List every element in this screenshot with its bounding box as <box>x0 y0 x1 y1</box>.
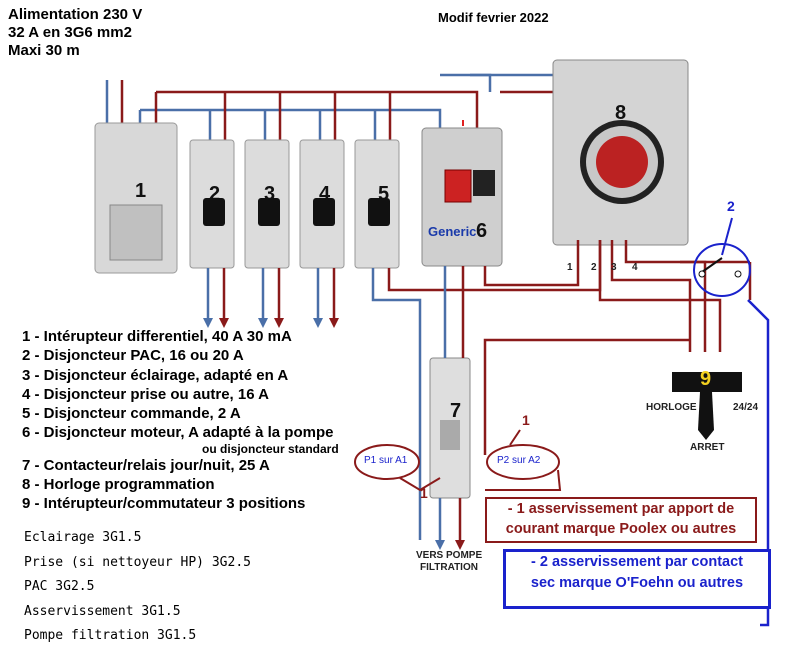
marker-2: 2 <box>727 198 735 214</box>
legend-item: 8 - Horloge programmation <box>22 476 215 494</box>
asservissement-courant-box: - 1 asservissement par apport de courant… <box>485 497 757 543</box>
switch-label-arret: ARRET <box>690 442 725 453</box>
legend-item: 4 - Disjoncteur prise ou autre, 16 A <box>22 385 270 403</box>
clock-terminal-2: 2 <box>591 262 597 273</box>
cable-item: PAC 3G2.5 <box>24 579 95 594</box>
device-number-9: 9 <box>700 368 712 390</box>
device-number-3: 3 <box>264 183 276 205</box>
legend-item: 5 - Disjoncteur commande, 2 A <box>22 405 241 423</box>
clock-terminal-4: 4 <box>632 262 638 273</box>
legend-item-sub: ou disjoncteur standard <box>202 441 339 456</box>
box1-line2: courant marque Poolex ou autres <box>505 521 737 537</box>
switch-label-24: 24/24 <box>733 402 759 413</box>
device-number-2: 2 <box>209 183 221 205</box>
p1-label: P1 sur A1 <box>364 455 408 466</box>
device-number-6: 6 <box>476 220 488 242</box>
cable-item: Pompe filtration 3G1.5 <box>24 628 197 643</box>
vers-pompe-label: VERS POMPE <box>416 550 483 561</box>
device-number-8: 8 <box>615 102 627 124</box>
supply-title-line1: Alimentation 230 V <box>8 6 143 23</box>
box2-line2: sec marque O'Foehn ou autres <box>530 575 744 591</box>
marker-1-top: 1 <box>522 412 530 428</box>
legend-item: 6 - Disjoncteur moteur, A adapté à la po… <box>22 424 334 442</box>
box2-line1: - 2 asservissement par contact <box>531 554 743 570</box>
cable-item: Asservissement 3G1.5 <box>24 603 181 619</box>
supply-title-line2: 32 A en 3G6 mm2 <box>8 24 132 41</box>
generic-label: Generic <box>428 224 477 239</box>
device-number-5: 5 <box>378 183 390 205</box>
device-number-4: 4 <box>319 183 331 205</box>
clock-terminal-3: 3 <box>611 262 617 273</box>
legend-item: 7 - Contacteur/relais jour/nuit, 25 A <box>22 456 270 474</box>
legend-item: 9 - Intérupteur/commutateur 3 positions <box>22 495 306 513</box>
p2-label: P2 sur A2 <box>497 455 541 466</box>
cable-item: Prise (si nettoyeur HP) 3G2.5 <box>24 554 251 570</box>
asservissement-contact-box: - 2 asservissement par contact sec marqu… <box>503 549 771 609</box>
legend-item: 1 - Intérupteur differentiel, 40 A 30 mA <box>22 328 292 345</box>
switch-label-horloge: HORLOGE <box>646 402 697 413</box>
marker-1-bottom: 1 <box>420 485 428 501</box>
device-number-7: 7 <box>450 400 462 422</box>
legend-item: 2 - Disjoncteur PAC, 16 ou 20 A <box>22 347 244 365</box>
cable-item: Eclairage 3G1.5 <box>24 530 142 545</box>
supply-title-line3: Maxi 30 m <box>8 42 80 59</box>
filtration-label: FILTRATION <box>420 562 478 573</box>
box1-line1: - 1 asservissement par apport de <box>507 501 735 517</box>
device-number-1: 1 <box>135 180 147 202</box>
clock-terminal-1: 1 <box>567 262 573 273</box>
modif-date: Modif fevrier 2022 <box>438 10 549 25</box>
legend-item: 3 - Disjoncteur éclairage, adapté en A <box>22 366 289 384</box>
legend: 1 - Intérupteur differentiel, 40 A 30 mA… <box>22 328 339 515</box>
cable-list: Eclairage 3G1.5 Prise (si nettoyeur HP) … <box>24 530 251 653</box>
